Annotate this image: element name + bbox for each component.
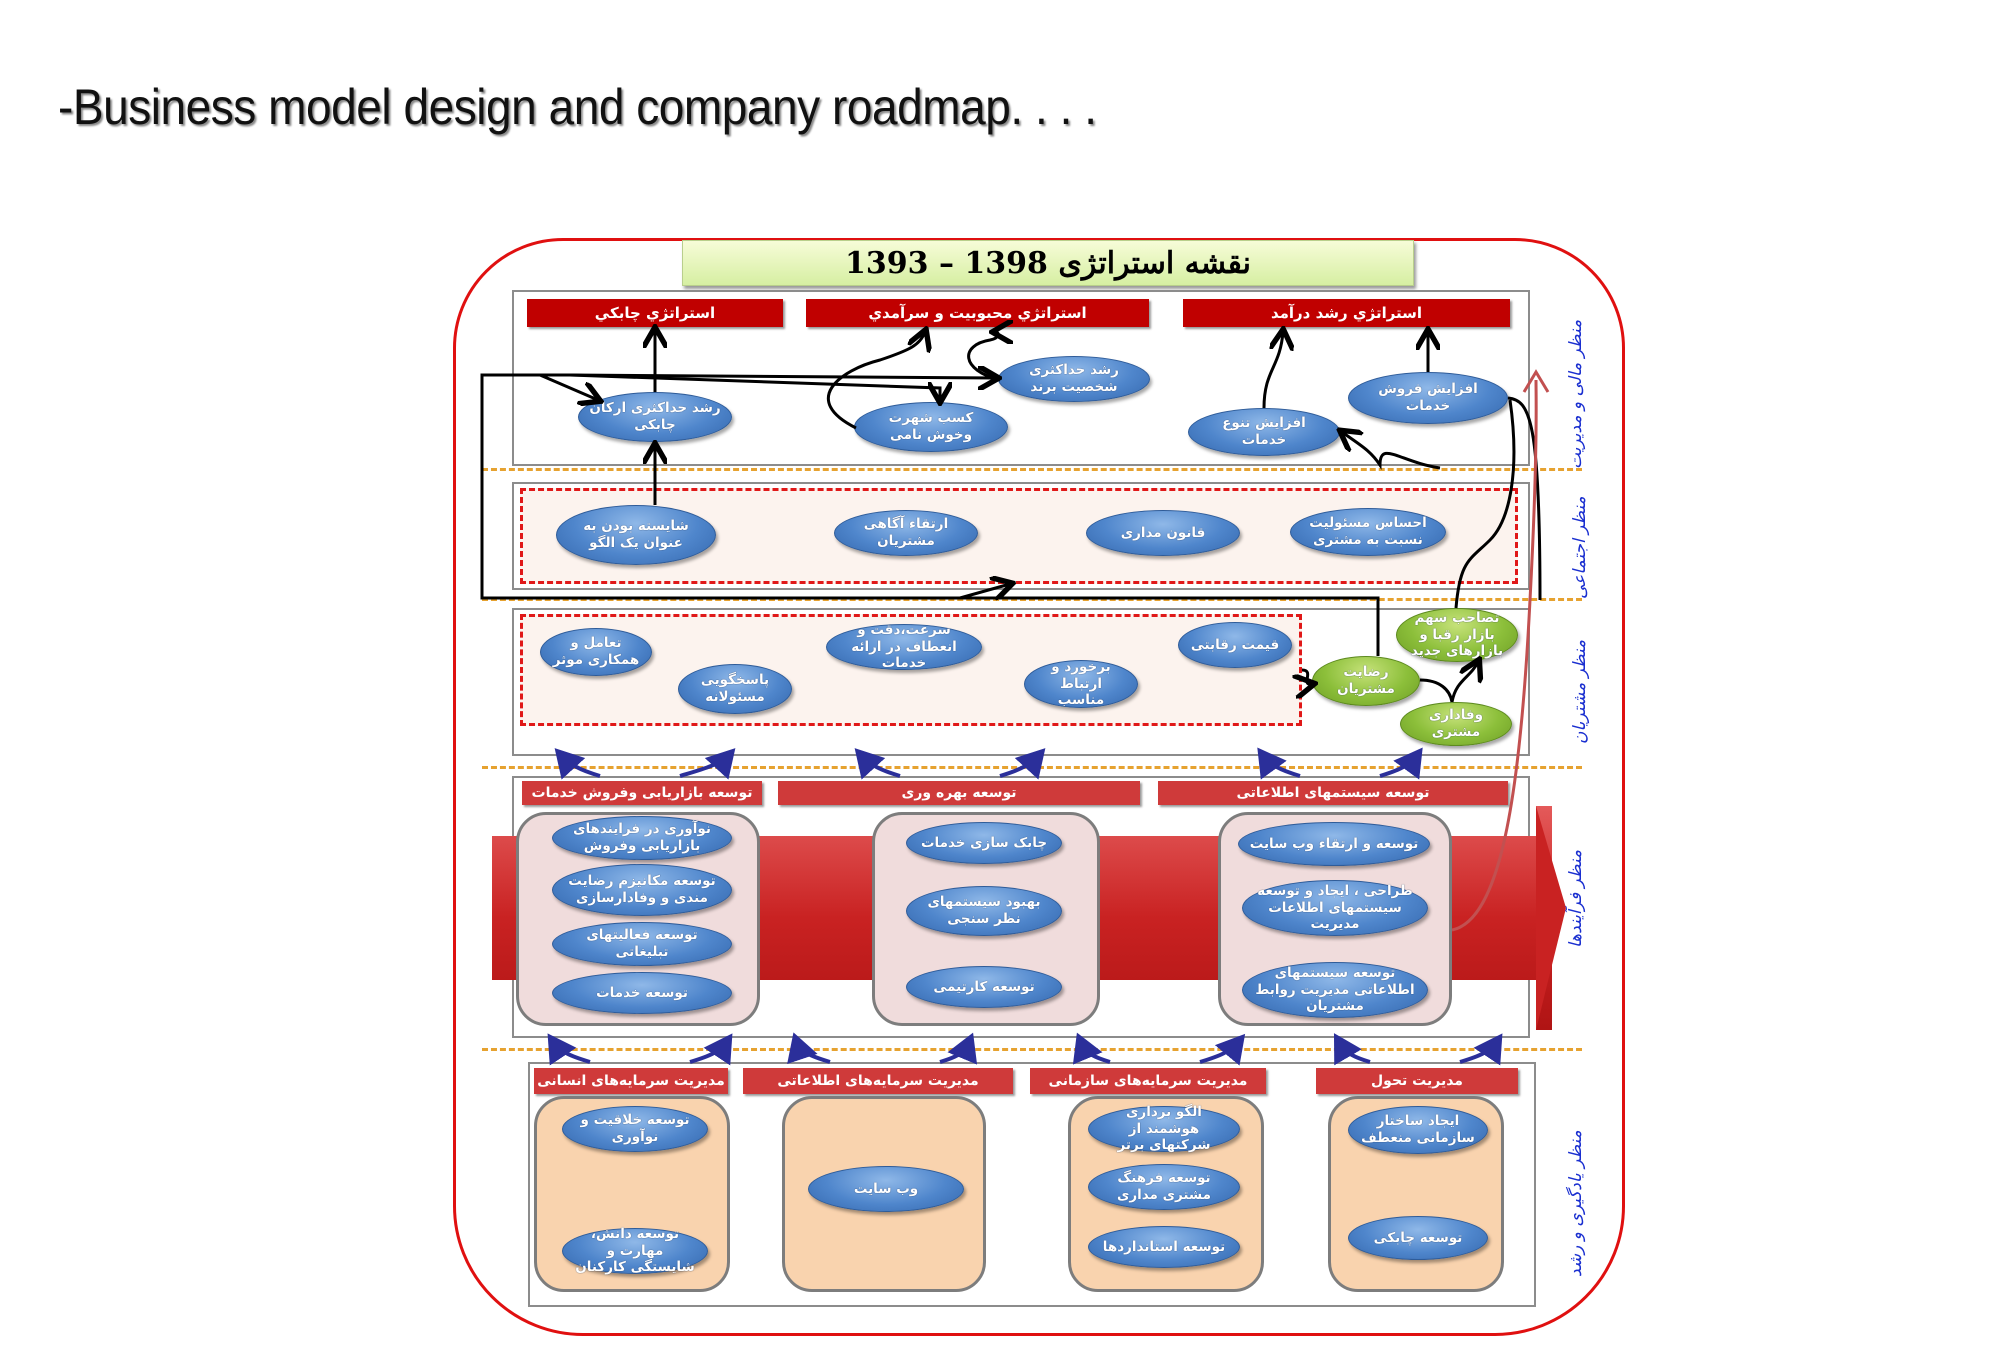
node-customer-awareness: ارتقاء آگاهی مشتریان bbox=[834, 510, 978, 556]
node-agility-growth: رشد حداکثری ارکان چابکی bbox=[578, 392, 732, 442]
process-item: توسعه کارتیمی bbox=[906, 966, 1062, 1008]
perspective-label-learning: منظر یادگیری و رشد bbox=[1566, 1130, 1586, 1277]
strategy-map-frame bbox=[453, 238, 1625, 1336]
perspective-label-social: منظر اجتماعی bbox=[1570, 496, 1590, 599]
node-law-abiding: قانون مداری bbox=[1086, 510, 1240, 556]
node-speed-accuracy: سرعت،دقت و انعطاف در ارائه خدمات bbox=[826, 622, 982, 671]
learning-item: توسعه دانش، مهارت و شایستگی کارکنان bbox=[562, 1226, 708, 1275]
separator-2 bbox=[482, 598, 1582, 601]
strategy-agility: استراتژي چابکي bbox=[527, 299, 783, 327]
node-role-model: شایسته بودن به عنوان یک الگو bbox=[556, 505, 716, 565]
node-market-share: تصاحب سهم بازار رقبا و بازارهای جدید bbox=[1396, 608, 1518, 662]
slide-title: -Business model design and company roadm… bbox=[58, 79, 1097, 135]
node-proper-relation: برخورد و ارتباط مناسب bbox=[1024, 659, 1138, 708]
node-brand-growth: رشد حداکثری شخصیت برند bbox=[998, 356, 1150, 402]
learning-item: الگو برداری هوشمند از شرکتهای برتر bbox=[1088, 1104, 1240, 1153]
node-competitive-price: قیمت رقابتی bbox=[1178, 622, 1292, 668]
learning-item: توسعه فرهنگ مشتری مداری bbox=[1088, 1164, 1240, 1210]
node-effective-cooperation: تعامل و همکاری موثر bbox=[540, 628, 652, 676]
process-header-marketing: توسعه بازاریابی وفروش خدمات bbox=[522, 781, 762, 805]
perspective-label-process: منظر فرآیندها bbox=[1566, 850, 1586, 949]
process-item: توسعه خدمات bbox=[552, 972, 732, 1014]
perspective-label-financial: منظر مالی و مدیریت bbox=[1566, 320, 1586, 470]
process-item: نوآوری در فرایندهای بازاریابی وفروش bbox=[552, 816, 732, 860]
learning-header-info-capital: مدیریت سرمایه‌های اطلاعاتی bbox=[743, 1068, 1013, 1094]
process-item: توسعه و ارتقاء وب سایت bbox=[1238, 822, 1430, 866]
separator-4 bbox=[482, 1048, 1582, 1051]
learning-header-org-capital: مدیریت سرمایه‌های سازمانی bbox=[1030, 1068, 1266, 1094]
learning-item: وب سایت bbox=[808, 1166, 964, 1212]
process-header-info-systems: توسعه سیستمهای اطلاعاتی bbox=[1158, 781, 1508, 805]
separator-3 bbox=[482, 766, 1582, 769]
node-customer-responsibility: احساس مسئولیت نسبت به مشتری bbox=[1290, 508, 1446, 556]
process-item: طراحی ، ایجاد و توسعه سیستمهای اطلاعات م… bbox=[1242, 880, 1428, 936]
strategy-revenue-growth: استراتژي رشد درآمد bbox=[1183, 299, 1510, 327]
process-item: توسعه مکانیزم رضایت مندی و وفادارسازی bbox=[552, 864, 732, 916]
strategy-popularity-excellence: استراتژي محبوبيت و سرآمدي bbox=[806, 299, 1149, 327]
perspective-label-customer: منظر مشتریان bbox=[1570, 640, 1590, 745]
process-item: توسعه سیستمهای اطلاعاتی مدیریت روابط مشت… bbox=[1242, 962, 1428, 1018]
learning-panel bbox=[528, 1062, 1536, 1307]
node-service-sales: افزایش فروش خدمات bbox=[1348, 372, 1508, 424]
learning-header-change-mgmt: مدیریت تحول bbox=[1316, 1068, 1518, 1094]
node-customer-loyalty: وفاداری مشتری bbox=[1400, 702, 1512, 746]
separator-1 bbox=[482, 468, 1582, 471]
learning-item: توسعه استانداردها bbox=[1088, 1226, 1240, 1268]
process-item: بهبود سیستمهای نظر سنجی bbox=[906, 886, 1062, 936]
node-responsible-response: پاسخگویی مسئولانه bbox=[678, 664, 792, 714]
node-customer-satisfaction: رضایت مشتریان bbox=[1312, 656, 1420, 706]
learning-item: توسعه خلاقیت و نوآوری bbox=[562, 1106, 708, 1152]
process-header-productivity: توسعه بهره وری bbox=[778, 781, 1140, 805]
process-item: چابک سازی خدمات bbox=[906, 822, 1062, 864]
learning-item: ایجاد ساختار سازمانی منعطف bbox=[1348, 1106, 1488, 1154]
strategy-map-title: نقشه استراتژی 1398 – 1393 bbox=[682, 240, 1414, 286]
learning-item: توسعه چابکی bbox=[1348, 1216, 1488, 1260]
learning-header-human-capital: مدیریت سرمایه‌های انسانی bbox=[534, 1068, 728, 1094]
node-reputation: کسب شهرت وخوش نامی bbox=[854, 402, 1008, 452]
node-service-diversity: افزایش تنوع خدمات bbox=[1188, 408, 1340, 456]
process-item: توسعه فعالیتهای تبلیغاتی bbox=[552, 922, 732, 966]
